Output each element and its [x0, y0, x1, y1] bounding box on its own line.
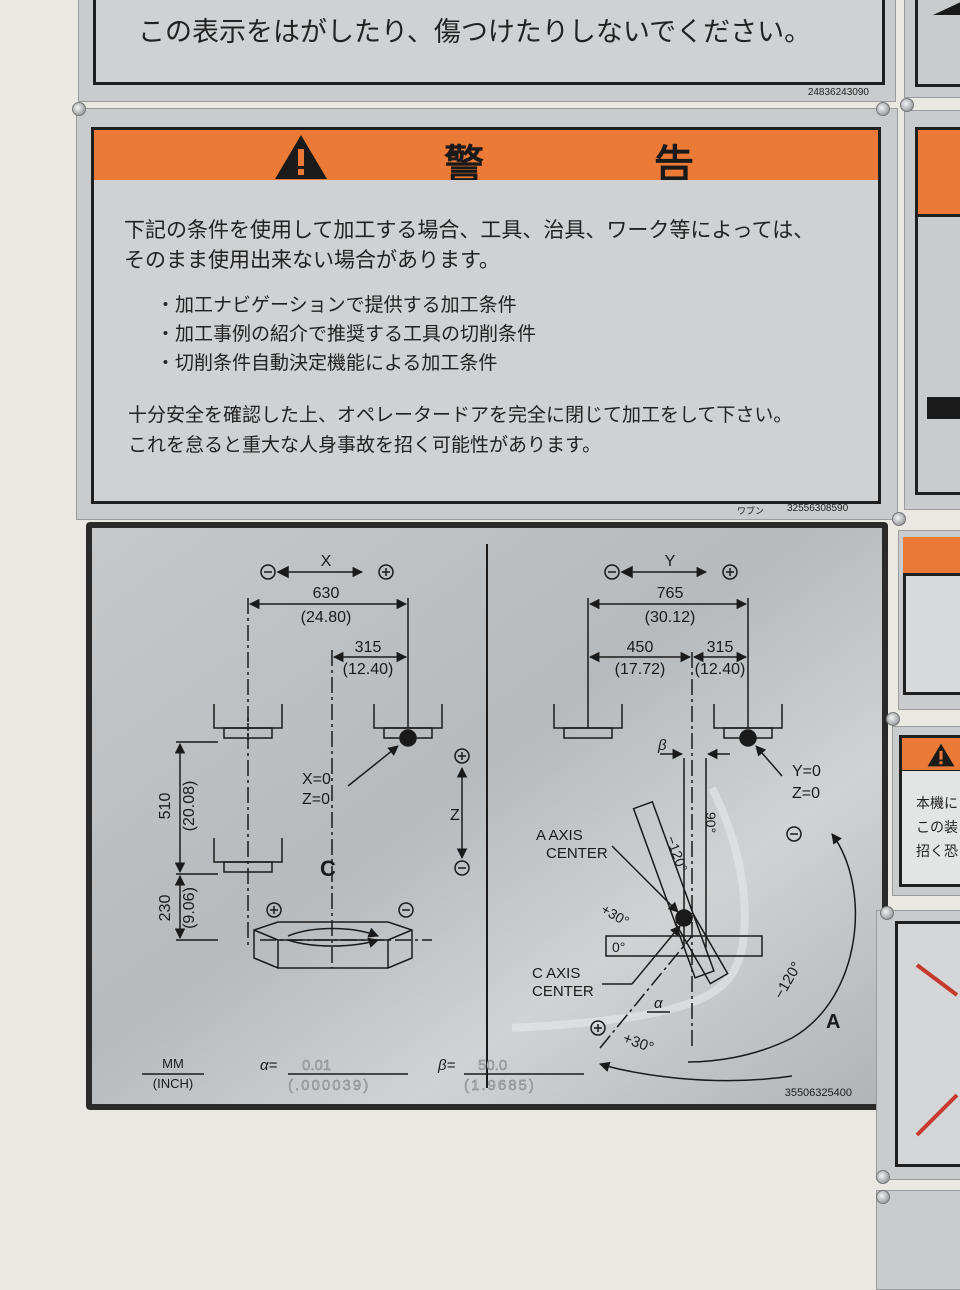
right-partial-top — [904, 0, 960, 98]
screw — [876, 1170, 890, 1184]
x-dim-315-in: (12.40) — [343, 661, 394, 678]
y-dim-765-in: (30.12) — [645, 609, 696, 626]
axis-diagram: X 630 (24.80) 315 (12.40) X=0 Z=0 Z C 51… — [92, 528, 882, 1104]
warning-label-plate: 警 告 下記の条件を使用して加工する場合、工具、治具、ワーク等によっては、 その… — [76, 108, 898, 520]
warning-footer-code: 32556308590 — [787, 503, 849, 514]
units-inch: (INCH) — [153, 1076, 193, 1091]
alpha-value: 0.01 — [302, 1057, 331, 1074]
beta-eq: β= — [437, 1057, 456, 1074]
warning-bullet-1: ・加工ナビゲーションで提供する加工条件 — [156, 294, 517, 316]
y-axis-label: Y — [665, 553, 676, 570]
top-label-code: 24836243090 — [807, 87, 869, 98]
right-partial-line3: 招く恐 — [916, 844, 958, 860]
y-dim-450: 450 — [627, 639, 654, 656]
right-partial-bottom — [876, 910, 960, 1180]
warning-triangle-small-icon — [927, 743, 955, 767]
screw — [880, 906, 894, 920]
beta-value-in: (1.9685) — [464, 1077, 536, 1094]
x-dim-630-in: (24.80) — [301, 609, 352, 626]
x-dim-630: 630 — [313, 585, 340, 602]
x-axis-label: X — [321, 553, 332, 570]
warning-para1-line1: 下記の条件を使用して加工する場合、工具、治具、ワーク等によっては、 — [124, 218, 815, 242]
alpha-value-in: (.000039) — [288, 1077, 370, 1094]
screw — [876, 1190, 890, 1204]
v-dim-510-in: (20.08) — [181, 781, 198, 832]
warning-header: 警 告 — [91, 127, 881, 188]
c-axis-center-2: CENTER — [532, 983, 594, 1000]
v-dim-230: 230 — [157, 895, 174, 922]
x-dim-315: 315 — [355, 639, 382, 656]
warning-bullet-2: ・加工事例の紹介で推奨する工具の切削条件 — [156, 323, 537, 345]
axis-plate-code: 35506325400 — [785, 1087, 852, 1099]
top-label-frame: この表示をはがしたり、傷つけたりしないでください。 — [93, 0, 885, 85]
screw — [72, 102, 86, 116]
alpha-eq: α= — [260, 1057, 278, 1074]
warning-para1-line2: そのまま使用出来ない場合があります。 — [124, 248, 500, 272]
angle-0: 0° — [612, 939, 625, 955]
screw — [876, 102, 890, 116]
v-dim-510: 510 — [157, 793, 174, 820]
warning-para2-line2: これを怠ると重大な人身事故を招く可能性があります。 — [128, 434, 602, 456]
right-partial-line1: 本機に — [916, 796, 958, 812]
warning-triangle-icon — [275, 135, 327, 179]
right-partial-last — [876, 1190, 960, 1290]
c-axis-center-1: C AXIS — [532, 965, 580, 982]
c-axis-label: C — [320, 856, 336, 881]
beta-value: 50.0 — [478, 1057, 507, 1074]
arrow-icon — [933, 2, 960, 15]
warning-bullet-3: ・切削条件自動決定機能による加工条件 — [156, 352, 498, 374]
right-partial-line2: この装 — [916, 820, 958, 836]
warning-para2-line1: 十分安全を確認した上、オペレータードアを完全に閉じて加工をして下さい。 — [128, 404, 793, 426]
y-dim-315: 315 — [707, 639, 734, 656]
top-label-text: この表示をはがしたり、傷つけたりしないでください。 — [138, 17, 812, 48]
prohibited-cross-icon — [915, 963, 959, 1137]
screw — [900, 98, 914, 112]
z-zero-label: Z=0 — [302, 791, 330, 808]
alpha-symbol: α — [654, 995, 663, 1012]
yz-zero-label: Z=0 — [792, 785, 820, 802]
right-partial-notice: 本機に この装 招く恐 — [892, 726, 960, 896]
axis-plate: X 630 (24.80) 315 (12.40) X=0 Z=0 Z C 51… — [86, 522, 888, 1110]
warning-body-frame: 下記の条件を使用して加工する場合、工具、治具、ワーク等によっては、 そのまま使用… — [91, 180, 881, 504]
right-partial-warning — [904, 110, 960, 510]
a-axis-label: A — [826, 1011, 840, 1033]
warning-footer-left: ワブン — [737, 507, 765, 517]
units-mm: MM — [162, 1056, 184, 1071]
screw — [892, 512, 906, 526]
screw — [886, 712, 900, 726]
v-dim-230-in: (9.06) — [181, 887, 198, 929]
y-dim-450-in: (17.72) — [615, 661, 666, 678]
top-label-plate: この表示をはがしたり、傷つけたりしないでください。 24836243090 — [78, 0, 896, 102]
y-dim-315-in: (12.40) — [695, 661, 746, 678]
beta-symbol: β — [657, 737, 667, 754]
z-axis-label: Z — [450, 807, 460, 824]
y-dim-765: 765 — [657, 585, 684, 602]
y-zero-label: Y=0 — [792, 763, 821, 780]
x-zero-label: X=0 — [302, 771, 331, 788]
a-axis-center-2: CENTER — [546, 845, 608, 862]
a-axis-center-1: A AXIS — [536, 827, 583, 844]
right-partial-mid — [898, 530, 960, 710]
angle-90: 90° — [703, 812, 719, 833]
